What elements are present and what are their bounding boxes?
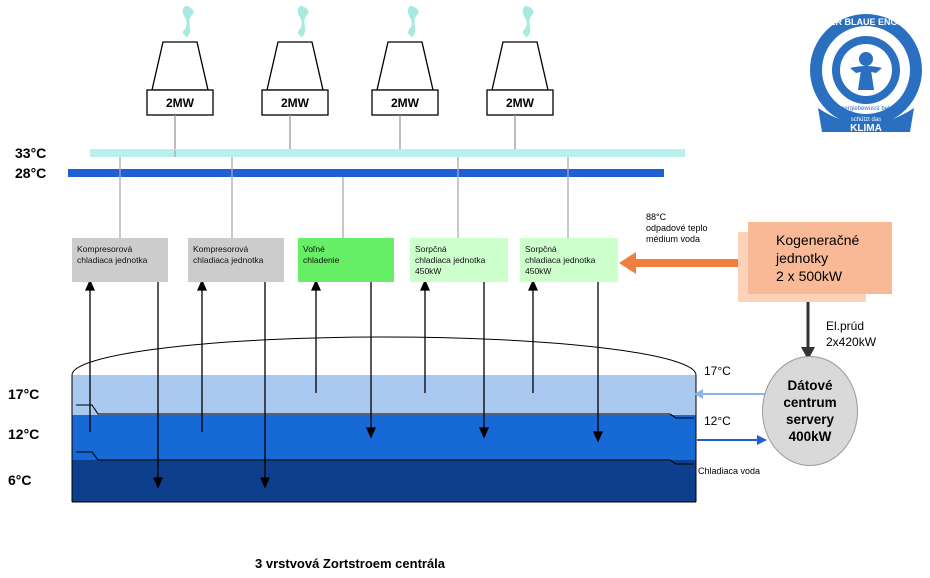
kogeneracne-box: Kogeneračné jednotky 2 x 500kW (748, 222, 892, 294)
unit-sorption-2: Sorpčná chladiaca jednotka 450kW (520, 238, 618, 282)
circulation-arrows (84, 279, 604, 489)
unit-sorption-1: Sorpčná chladiaca jednotka 450kW (410, 238, 508, 282)
waste-heat-arrow (619, 252, 740, 274)
pipe-temp-cold: 28°C (15, 165, 47, 181)
vapor-plumes (182, 6, 534, 38)
waste-heat-label: 88°C odpadové teplo médium voda (646, 212, 708, 244)
inflow-temp: 17°C (704, 364, 731, 378)
vapor-plume-2 (297, 6, 309, 38)
pipe-temp-hot: 33°C (15, 145, 47, 161)
tower-label-3: 2MW (391, 96, 419, 110)
outflow-temp: 12°C (704, 414, 731, 428)
hot-header-pipe (90, 149, 685, 157)
cooling-towers (146, 41, 554, 150)
datacenter-flow-arrows (694, 389, 768, 445)
vapor-plume-4 (522, 6, 534, 38)
cooling-tower-4 (486, 41, 554, 150)
tank-layer-6 (72, 460, 696, 502)
logo-klima-text: KLIMA (850, 123, 882, 134)
unit-free-cooling: Voľné chladenie (298, 238, 394, 282)
unit-compressor-1: Kompresorová chladiaca jednotka (72, 238, 168, 282)
cooling-water-label: Chladiaca voda (698, 466, 761, 476)
blue-angel-logo: DER BLAUE ENGEL weil energiebewusst betr… (808, 12, 924, 134)
electricity-arrow (801, 297, 815, 360)
vapor-plume-3 (407, 6, 419, 38)
cooling-tower-3 (371, 41, 439, 150)
vapor-plume-1 (182, 6, 194, 38)
datacenter-circle: Dátové centrum servery 400kW (762, 356, 858, 466)
tank-temp-bottom: 6°C (8, 472, 32, 488)
tower-label-1: 2MW (166, 96, 194, 110)
logo-top-text: DER BLAUE ENGEL (823, 17, 910, 27)
logo-ring-text: weil energiebewusst betrieben (825, 106, 907, 112)
unit-connectors (119, 150, 569, 238)
tank-temp-top: 17°C (8, 386, 40, 402)
diagram-caption: 3 vrstvová Zortstroem centrála (255, 556, 446, 571)
tower-label-2: 2MW (281, 96, 309, 110)
logo-small-text: schützt das (851, 117, 881, 123)
cooling-tower-1 (146, 41, 214, 150)
cooling-tower-2 (261, 41, 329, 150)
tank-layer-17 (72, 375, 696, 415)
tank-layer-12 (72, 415, 696, 460)
unit-compressor-2: Kompresorová chladiaca jednotka (188, 238, 284, 282)
cold-header-pipe (68, 169, 664, 177)
el-prud-label: El.prúd 2x420kW (826, 319, 877, 349)
tower-label-4: 2MW (506, 96, 534, 110)
tank-temp-mid: 12°C (8, 426, 40, 442)
storage-tank (71, 336, 697, 503)
